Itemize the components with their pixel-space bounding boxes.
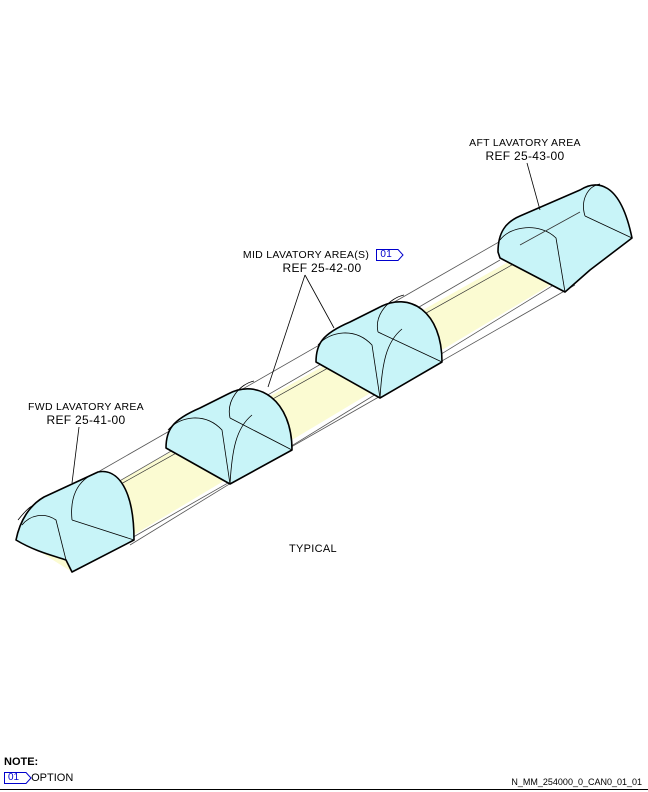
option-flag-number: 01 <box>380 249 393 261</box>
note-option-flag-icon: 01 <box>4 772 32 785</box>
option-flag-icon: 01 <box>376 249 405 262</box>
cabin-floor-area <box>18 226 632 572</box>
mid-lavatory-area-2 <box>315 294 443 399</box>
fwd-lavatory-ref: REF 25-41-00 <box>46 413 126 427</box>
note-option-line: 01 OPTION <box>4 772 74 785</box>
mid-lavatory-label: MID LAVATORY AREA(S) 01 REF 25-42-00 <box>222 249 422 275</box>
leader-lines <box>71 162 541 484</box>
aft-lavatory-ref: REF 25-43-00 <box>485 149 565 163</box>
mid-lavatory-area-1 <box>165 380 293 485</box>
mid-lavatory-ref: REF 25-42-00 <box>282 261 362 275</box>
note-flag-number: 01 <box>8 772 20 784</box>
note-option-text: OPTION <box>31 772 74 784</box>
aft-lavatory-area <box>497 183 633 293</box>
aft-lavatory-label: AFT LAVATORY AREA REF 25-43-00 <box>440 137 610 163</box>
fwd-lavatory-label: FWD LAVATORY AREA REF 25-41-00 <box>6 401 166 427</box>
note-title: NOTE: <box>4 756 39 768</box>
mid-lavatory-title: MID LAVATORY AREA(S) <box>242 249 370 261</box>
frame-bottom-line <box>0 789 648 790</box>
drawing-identifier: N_MM_254000_0_CAN0_01_01 <box>511 777 642 787</box>
aft-lavatory-title: AFT LAVATORY AREA <box>469 137 581 149</box>
typical-label: TYPICAL <box>289 543 337 555</box>
fwd-lavatory-title: FWD LAVATORY AREA <box>28 401 144 413</box>
fwd-lavatory-area <box>15 470 135 573</box>
